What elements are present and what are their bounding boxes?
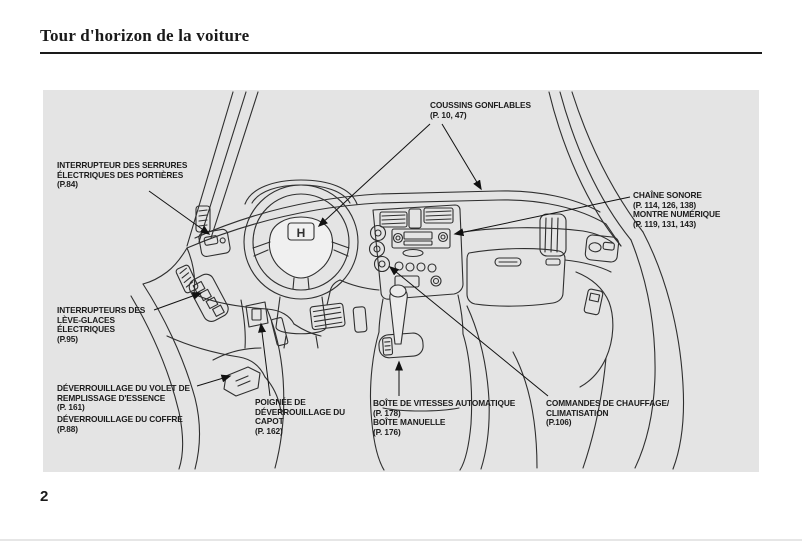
callout-gearbox: BOÎTE DE VITESSES AUTOMATIQUE (P. 178) B… [373, 398, 516, 437]
steering-wheel [243, 184, 359, 300]
page-number: 2 [40, 488, 49, 505]
window-switch-panel [188, 273, 229, 322]
callout-power-windows: INTERRUPTEURS DES LÈVE-GLACES ÉLECTRIQUE… [57, 305, 146, 344]
hvac-dials [368, 224, 391, 273]
callout-fuel-release: DÉVERROUILLAGE DU VOLET DE REMPLISSAGE D… [57, 383, 190, 413]
arrow-power-windows [153, 292, 203, 311]
page-title: Tour d'horizon de la voiture [40, 26, 250, 45]
arrow-airbag-driver [317, 123, 431, 228]
door-lock-switch [198, 228, 231, 258]
right-door-handle [584, 234, 620, 263]
hood-release-handle [245, 301, 269, 328]
steering-column [275, 296, 327, 335]
glove-box [466, 247, 566, 307]
center-vent-right [423, 207, 454, 224]
callout-trunk-release: DÉVERROUILLAGE DU COFFRE (P.88) [57, 414, 183, 434]
arrow-hood-release [258, 322, 271, 397]
arrow-door-locks [148, 190, 211, 235]
right-armrest [575, 271, 614, 388]
accelerator-pedal [352, 306, 368, 333]
page-bottom-rule [0, 539, 802, 541]
right-dash-vent [539, 213, 567, 266]
dashboard-line-art [130, 91, 685, 471]
callout-hood-release: POIGNÉE DE DÉVERROUILLAGE DU CAPOT (P. 1… [255, 397, 346, 436]
title-rule [40, 52, 762, 54]
windshield-base [194, 190, 601, 239]
callout-airbags: COUSSINS GONFLABLES (P. 10, 47) [430, 100, 531, 120]
left-armrest [166, 335, 266, 378]
airbag-pad [268, 216, 334, 279]
console-left-edge [369, 331, 385, 471]
dashboard-diagram-panel: H COUSSINS GONFLABLES (P. 10, 47) INTERR… [43, 90, 759, 472]
arrow-airbag-passenger [441, 123, 482, 191]
arrow-hvac [388, 266, 549, 397]
callout-audio-clock: CHAÎNE SONORE (P. 114, 126, 138) MONTRE … [633, 190, 721, 229]
right-a-pillar [548, 91, 622, 247]
steering-logo-letter: H [297, 226, 306, 240]
left-a-pillar [186, 91, 234, 247]
callout-hvac: COMMANDES DE CHAUFFAGE/ CLIMATISATION (P… [546, 398, 670, 428]
callout-arrows [148, 123, 631, 397]
dash-top-edge [186, 199, 622, 249]
callout-door-locks: INTERRUPTEUR DES SERRURES ÉLECTRIQUES DE… [57, 160, 188, 190]
left-door-body [142, 283, 200, 470]
instrument-hood [244, 179, 358, 205]
console-right-edge [459, 333, 473, 471]
dashboard-illustration: H [130, 91, 685, 471]
arrow-audio [453, 196, 631, 237]
radio-head-unit [391, 228, 451, 249]
arrow-fuel-release [196, 374, 232, 387]
brake-pedal [309, 302, 346, 331]
fuel-trunk-release-lever [223, 366, 261, 397]
shift-knob [389, 284, 407, 298]
steering-logo-badge [287, 222, 315, 241]
center-stack [368, 204, 464, 300]
center-vent-left [379, 211, 408, 228]
